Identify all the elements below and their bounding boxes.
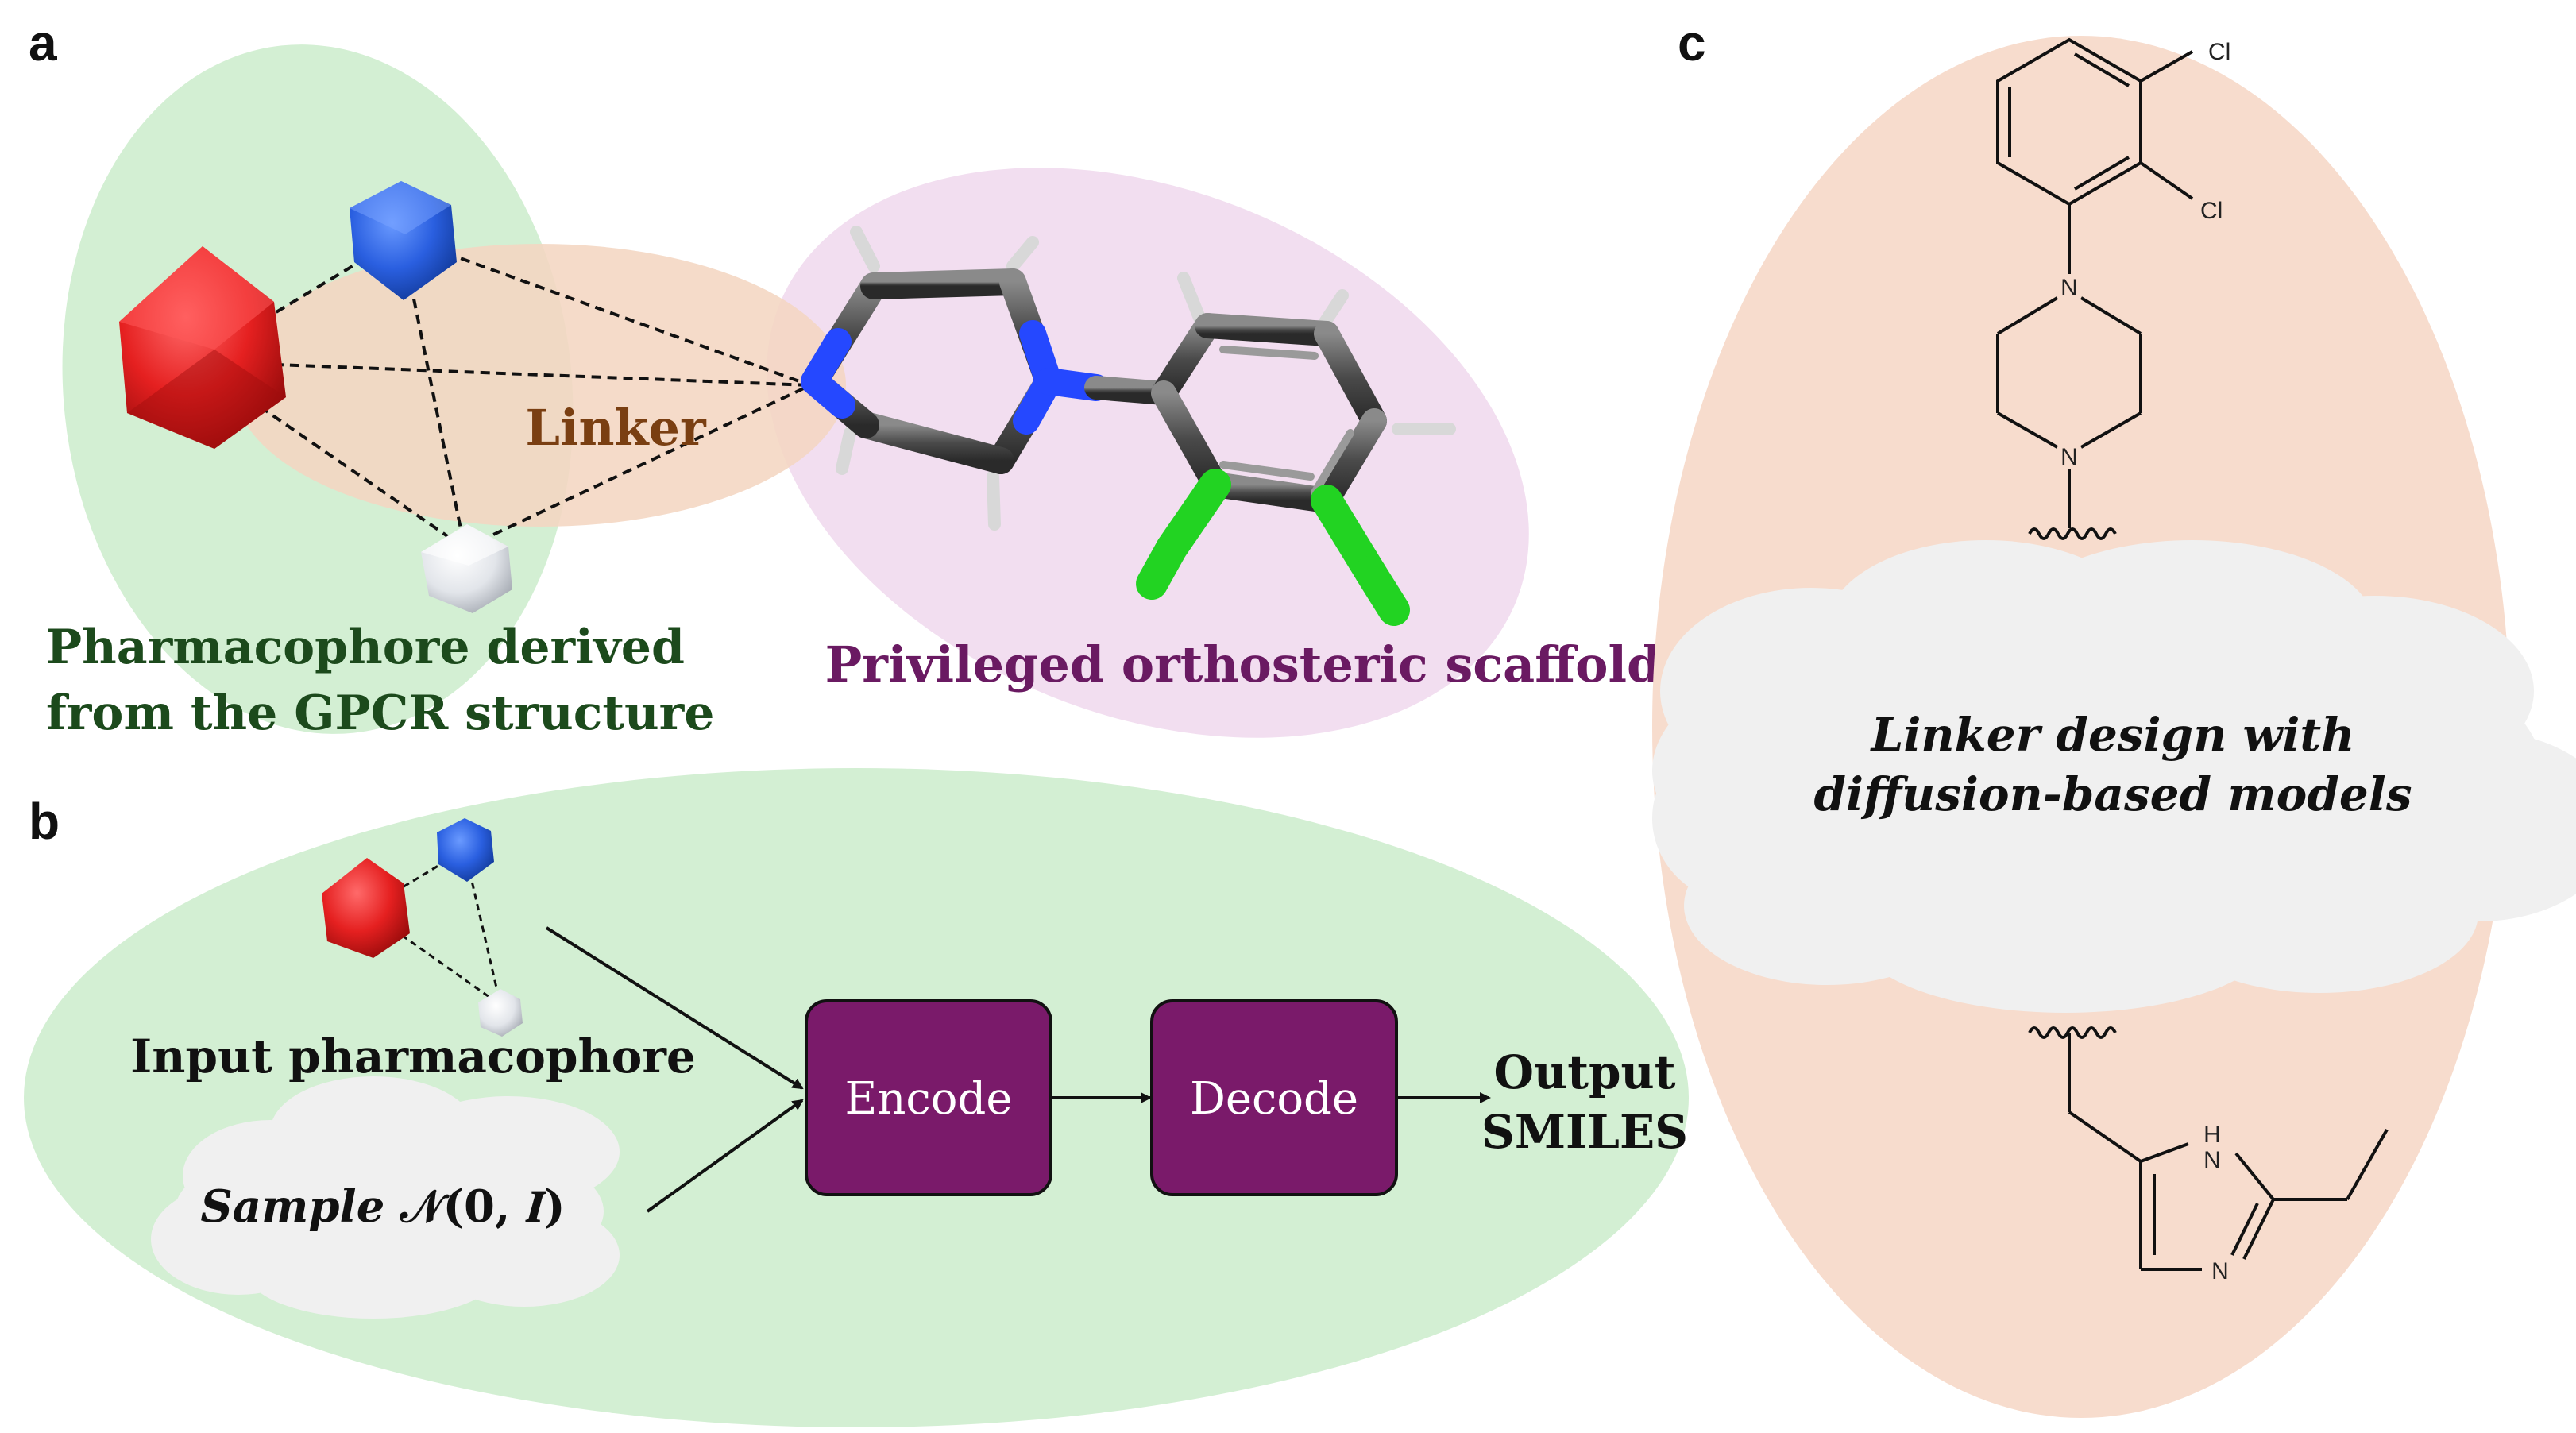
atom-imidazole-n: N — [2211, 1258, 2229, 1284]
output-label-line1: Output — [1494, 1045, 1676, 1099]
atom-imidazole-h: H — [2203, 1122, 2221, 1148]
scaffold-region — [767, 168, 1529, 738]
input-arrows — [545, 926, 804, 1213]
decode-label: Decode — [1190, 1073, 1358, 1125]
sample-cloud — [151, 1076, 620, 1319]
atom-cl-top: Cl — [2208, 39, 2230, 65]
small-red-pharmacophore-icon — [322, 858, 410, 958]
small-blue-pharmacophore-icon — [437, 818, 494, 882]
cloud-label-line2: diffusion-based models — [1814, 767, 2412, 821]
scaffold-label: Privileged orthosteric scaffold — [825, 635, 1662, 693]
atom-imidazole-nh: N — [2203, 1147, 2221, 1173]
panel-b-letter: b — [29, 793, 60, 850]
diffusion-cloud — [1652, 540, 2576, 1013]
panel-a-letter: a — [29, 14, 57, 71]
small-white-pharmacophore-icon — [478, 989, 523, 1037]
ethyl-imidazole-structure — [2028, 1026, 2389, 1271]
input-pharmacophore-label: Input pharmacophore — [130, 1029, 696, 1083]
panel-a: a — [29, 14, 1662, 741]
blue-pharmacophore-icon — [350, 181, 457, 300]
panel-c-letter: c — [1678, 14, 1706, 71]
scaffold-molecule-3d — [801, 226, 1456, 626]
decode-box: Decode — [1150, 999, 1398, 1196]
sample-label: Sample 𝒩(𝟎, 𝑰) — [200, 1180, 565, 1233]
pharmacophore-label-line1: Pharmacophore derived — [46, 620, 685, 675]
linker-region — [234, 244, 846, 527]
encode-label: Encode — [844, 1073, 1012, 1125]
atom-n-bottom: N — [2060, 444, 2078, 470]
dichlorophenyl-piperazine-structure — [1996, 37, 2194, 540]
white-pharmacophore-icon — [421, 524, 512, 613]
atom-cl-bottom: Cl — [2200, 198, 2223, 224]
panel-b: b Input pharmacophore Sample 𝒩( — [24, 768, 1689, 1427]
panel-c: c Cl Cl N N — [1652, 14, 2576, 1418]
output-label-line2: SMILES — [1481, 1105, 1688, 1159]
cloud-label-line1: Linker design with — [1870, 708, 2355, 762]
red-pharmacophore-icon — [119, 246, 286, 449]
encode-box: Encode — [805, 999, 1052, 1196]
pharmacophore-label-line2: from the GPCR structure — [46, 686, 714, 741]
linker-label: Linker — [525, 399, 707, 457]
atom-n-top: N — [2060, 275, 2078, 301]
